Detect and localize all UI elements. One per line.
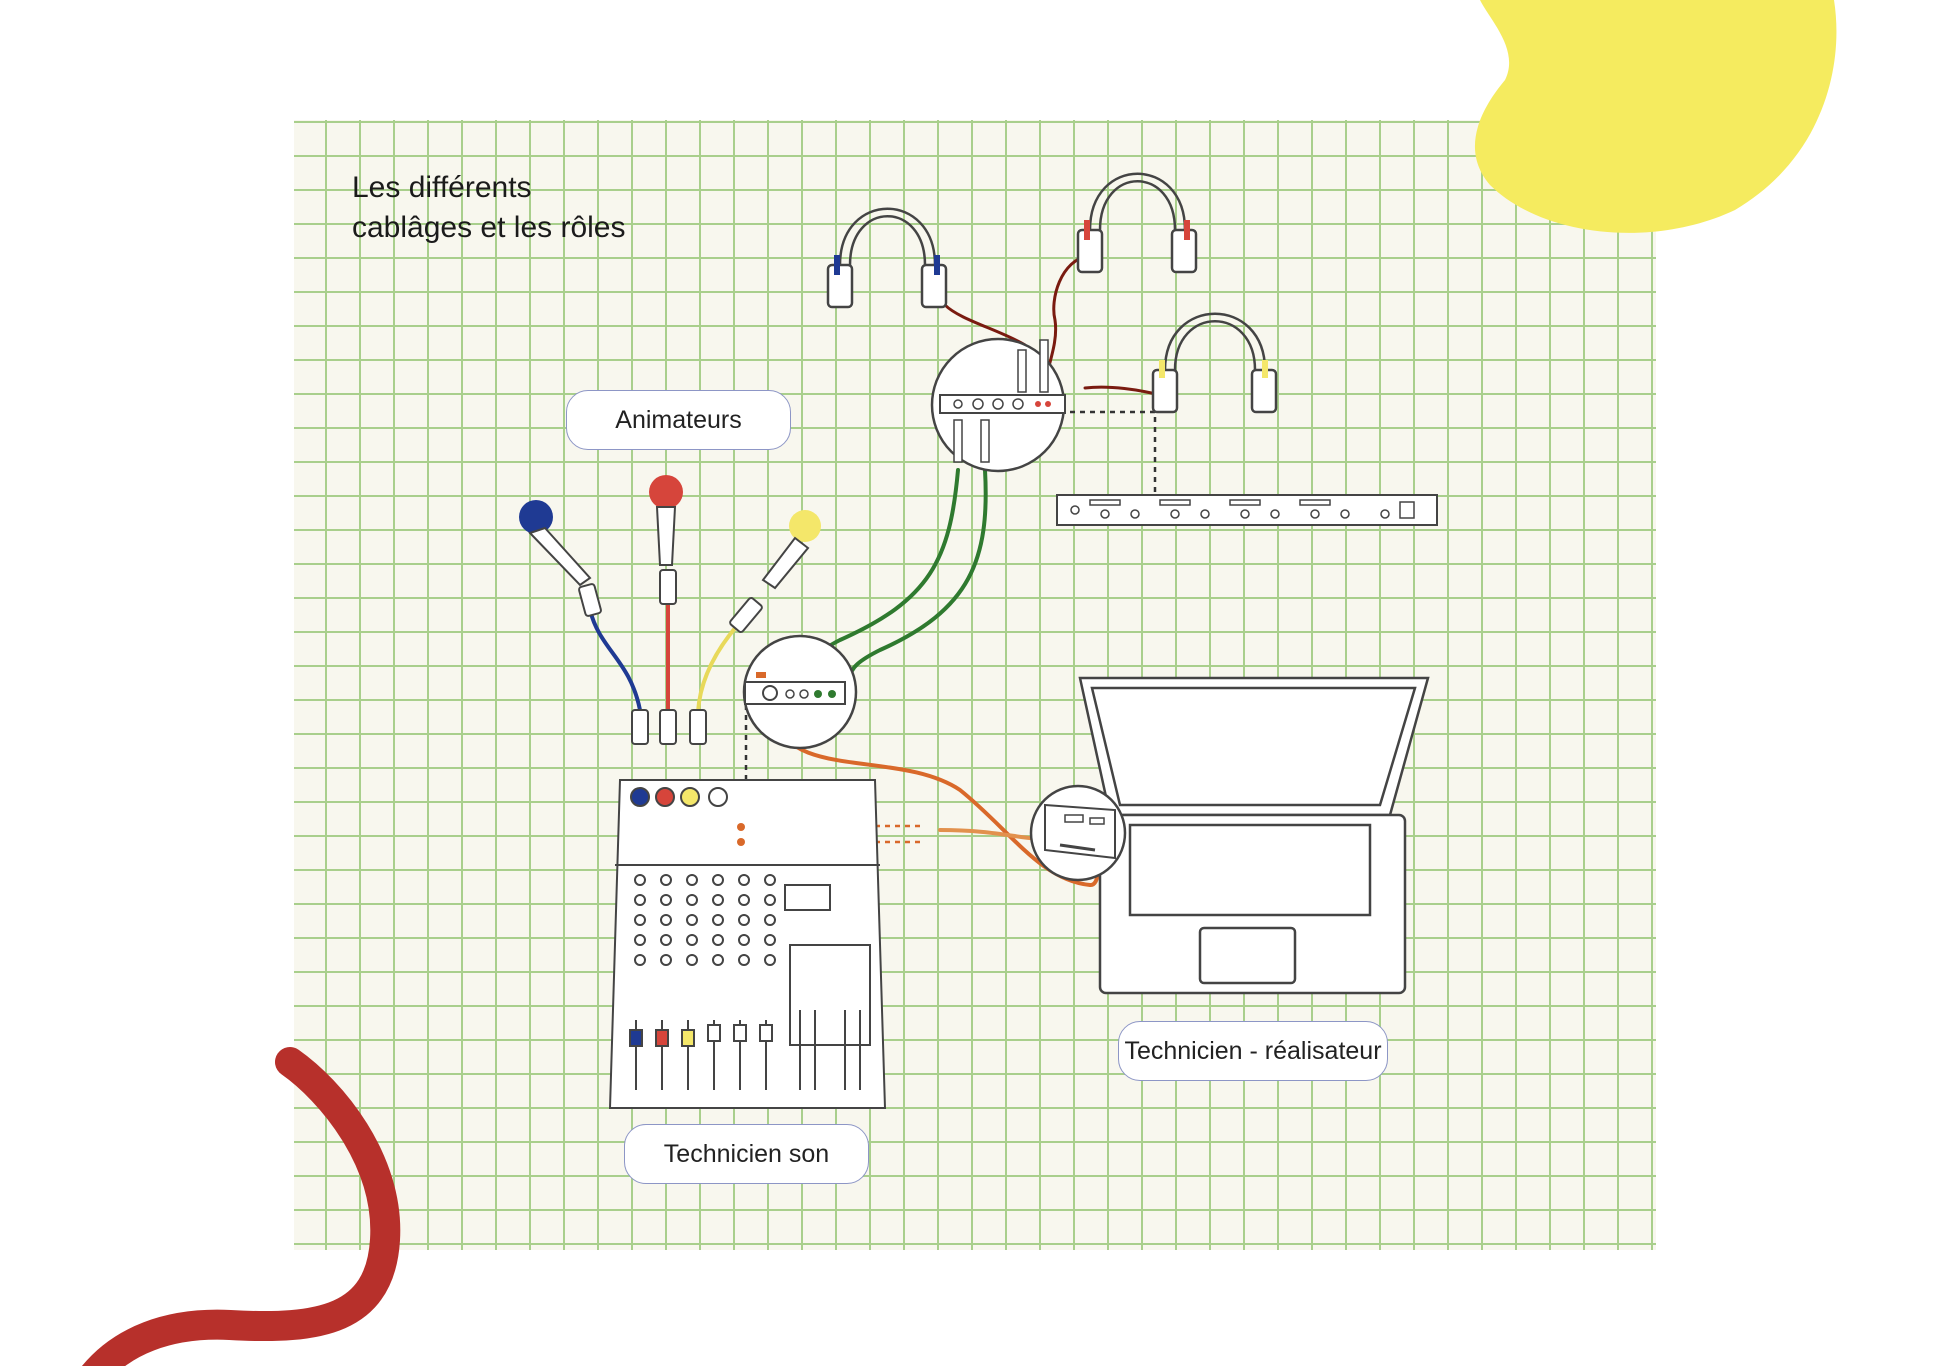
yellow-headphone-cable [1083, 385, 1162, 397]
title-line-1: Les différents [352, 171, 532, 204]
headphone-amplifier-icon [930, 337, 1066, 473]
headphones-icon [826, 207, 948, 309]
role-label-technicien-son: Technicien son [624, 1124, 869, 1184]
grid-paper-background [294, 120, 1656, 1250]
role-label-technicien-realisateur: Technicien - réalisateur [1118, 1021, 1388, 1081]
red-headphone-cable [1044, 253, 1092, 380]
blue-mic-cable [588, 608, 642, 712]
audio-interface-icon [742, 634, 858, 750]
yellow-blob-decoration [1474, 0, 1837, 233]
audio-mixer-icon [608, 779, 887, 1109]
headphones-icon [1076, 172, 1198, 274]
green-cable-2 [848, 468, 988, 680]
orange-cable-interface-laptop [773, 716, 1100, 887]
microphone-icon [689, 510, 821, 745]
red-squiggle-decoration [82, 1047, 401, 1366]
dotted-line-amp-rack [1070, 410, 1157, 492]
yellow-mic-cable [696, 618, 744, 714]
microphone-icon [519, 500, 649, 745]
headphones-icon [1151, 312, 1278, 414]
title-line-2: cablâges et les rôles [352, 211, 626, 244]
role-label-animateurs: Animateurs [566, 390, 791, 450]
laptop-icon [1078, 676, 1430, 995]
rack-unit-icon [1056, 494, 1438, 526]
diagram-title: Les différents cablâges et les rôles [352, 168, 626, 248]
microphone-icon [649, 475, 683, 745]
laptop-port-callout [1029, 784, 1127, 882]
